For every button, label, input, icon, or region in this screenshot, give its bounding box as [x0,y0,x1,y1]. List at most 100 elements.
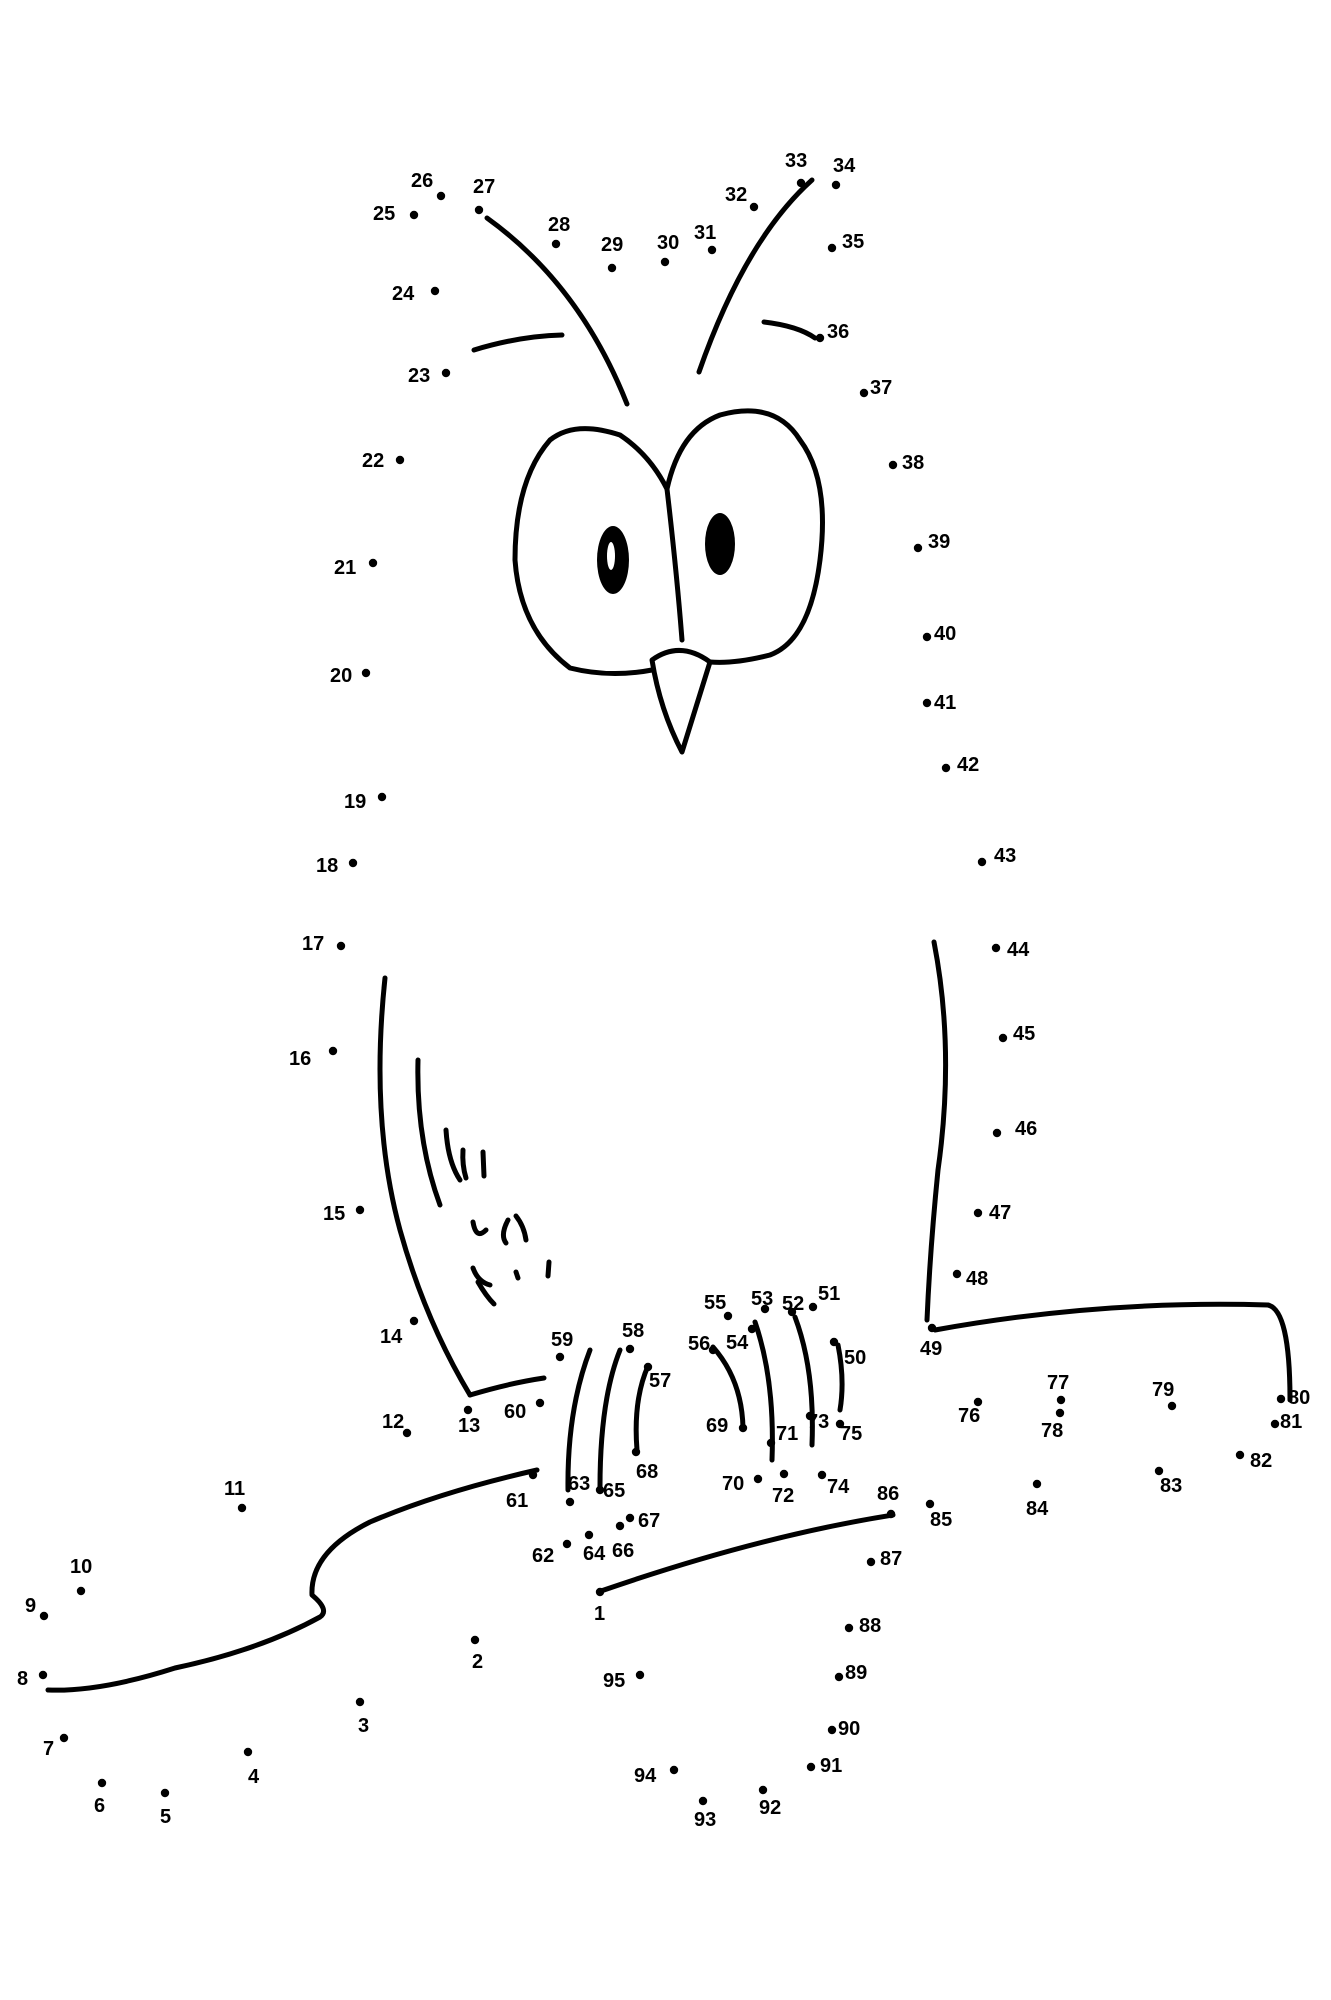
dot-marker [1167,1401,1177,1411]
dot-27: 27 [473,176,495,215]
dot-marker [835,1419,845,1429]
dot-number-label: 52 [782,1293,804,1315]
dot-number-label: 2 [472,1651,483,1673]
dot-number-label: 59 [551,1329,573,1351]
dot-52: 52 [782,1293,804,1317]
dot-50: 50 [829,1337,866,1369]
dot-marker [707,245,717,255]
dot-22: 22 [362,450,405,472]
dot-34: 34 [831,155,856,190]
dot-marker [328,1046,338,1056]
branch-right-outline [932,1301,1293,1403]
dot-number-label: 54 [726,1332,749,1354]
dot-number-label: 20 [330,665,352,687]
dot-5: 5 [160,1788,171,1828]
dot-marker [922,698,932,708]
dot-26: 26 [411,170,446,201]
dot-marker [635,1670,645,1680]
dot-marker [992,1128,1002,1138]
dot-18: 18 [316,855,358,877]
dot-number-label: 37 [870,377,892,399]
dot-marker [859,388,869,398]
dot-number-label: 70 [722,1473,744,1495]
dot-number-label: 14 [380,1326,403,1348]
dot-number-label: 28 [548,214,570,236]
dot-number-label: 73 [807,1411,829,1433]
dot-number-label: 53 [751,1288,773,1310]
dot-marker [368,558,378,568]
dot-marker [698,1796,708,1806]
dot-49: 49 [920,1323,942,1360]
dot-marker [361,668,371,678]
dot-marker [243,1747,253,1757]
dot-15: 15 [323,1203,365,1225]
dot-number-label: 40 [934,623,956,645]
dot-number-label: 79 [1152,1379,1174,1401]
dot-number-label: 68 [636,1461,658,1483]
dot-number-label: 61 [506,1490,528,1512]
dot-number-label: 12 [382,1411,404,1433]
dot-41: 41 [922,692,956,714]
dot-20: 20 [330,665,371,687]
dot-28: 28 [548,214,570,249]
dot-number-label: 36 [827,321,849,343]
dot-number-label: 6 [94,1795,105,1817]
dot-marker [336,941,346,951]
dot-43: 43 [977,845,1016,867]
dot-marker [844,1623,854,1633]
dot-marker [708,1345,718,1355]
dot-marker [973,1397,983,1407]
inner-wing-line [415,1057,443,1208]
dot-89: 89 [834,1662,867,1684]
dot-number-label: 76 [958,1405,980,1427]
dot-marker [913,543,923,553]
dot-number-label: 19 [344,791,366,813]
dot-number-label: 84 [1026,1498,1049,1520]
dot-number-label: 48 [966,1268,988,1290]
dot-55: 55 [704,1292,733,1321]
dot-marker [595,1485,605,1495]
dot-number-label: 51 [818,1283,840,1305]
dot-marker [237,1503,247,1513]
dot-number-label: 57 [649,1370,671,1392]
dot-number-label: 41 [934,692,956,714]
dot-marker [1270,1419,1280,1429]
dot-number-label: 91 [820,1755,842,1777]
dot-number-label: 33 [785,150,807,172]
dot-marker [766,1438,776,1448]
dot-number-label: 92 [759,1797,781,1819]
dot-marker [1154,1466,1164,1476]
dot-54: 54 [726,1324,757,1354]
beak-outline [649,648,713,755]
dot-number-label: 82 [1250,1450,1272,1472]
dot-marker [555,1352,565,1362]
body-right-outline [924,939,949,1323]
dot-marker [528,1470,538,1480]
dot-number-label: 60 [504,1401,526,1423]
dot-marker [952,1269,962,1279]
dot-number-label: 42 [957,754,979,776]
wing-feather-marks [443,1127,552,1307]
dot-marker [815,333,825,343]
dot-marker [355,1205,365,1215]
dot-number-label: 85 [930,1509,952,1531]
dot-33: 33 [785,150,807,188]
dot-number-label: 29 [601,234,623,256]
dot-marker [160,1788,170,1798]
dot-marker [474,205,484,215]
dot-number-label: 8 [17,1668,28,1690]
dot-29: 29 [601,234,623,273]
dot-marker [377,792,387,802]
dot-75: 75 [835,1419,862,1445]
dot-number-label: 35 [842,231,864,253]
dot-number-label: 71 [776,1423,798,1445]
dot-79: 79 [1152,1379,1177,1411]
dot-number-label: 95 [603,1670,625,1692]
dot-marker [829,1337,839,1347]
dot-marker [615,1521,625,1531]
dot-71: 71 [766,1423,798,1448]
dot-number-label: 88 [859,1615,881,1637]
dot-65: 65 [595,1480,625,1502]
dot-7: 7 [43,1733,69,1760]
